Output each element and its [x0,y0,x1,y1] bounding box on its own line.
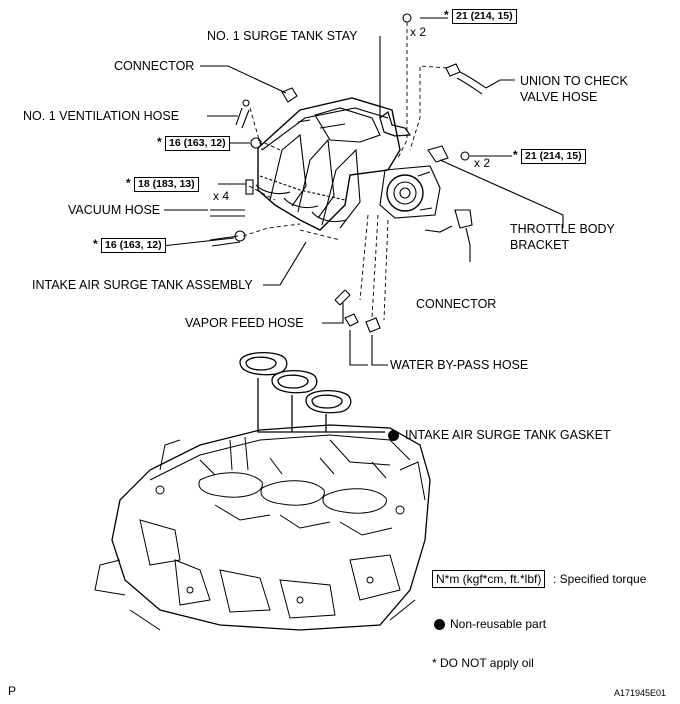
asterisk-top-right: * [444,8,449,22]
torque-mid-right: 21 (214, 15) [521,149,586,164]
alignment-dashes [242,22,448,321]
qty-top-right: x 2 [410,25,427,39]
throttle-bracket-drawing [427,145,564,228]
qty-left: x 4 [213,189,230,203]
bolt-left-3 [161,230,246,247]
label-intake-surge-tank-assembly: INTAKE AIR SURGE TANK ASSEMBLY [32,278,253,292]
torque-left-1: 16 (163, 12) [165,136,230,151]
vacuum-hose-drawing [164,209,245,217]
bolt-mid-right [460,151,512,161]
union-hose-drawing [445,63,515,95]
bolt-left-2 [218,179,254,195]
label-water-bypass-hose: WATER BY-PASS HOSE [390,358,529,372]
label-vapor-feed-hose: VAPOR FEED HOSE [185,316,304,330]
connector-top-drawing [200,65,298,103]
qty-mid-right: x 2 [474,156,491,170]
ventilation-hose-drawing [207,99,250,129]
legend-non-reusable: Non-reusable part [450,617,547,631]
throttle-body-drawing [379,165,441,219]
connector-right-drawing [424,209,473,262]
legend-torque-desc: : Specified torque [553,572,647,586]
torque-left-2: 18 (183, 13) [134,177,199,192]
figure-code: A171945E01 [614,688,667,698]
label-throttle-body-bracket-line1: THROTTLE BODY [510,222,615,236]
non-reusable-marker-gasket [388,430,399,441]
surge-tank-stay-drawing [379,36,412,137]
label-union-check-valve-line1: UNION TO CHECK [520,74,628,88]
label-surge-tank-stay: NO. 1 SURGE TANK STAY [207,29,358,43]
label-ventilation-hose: NO. 1 VENTILATION HOSE [23,109,180,123]
gasket-drawings [239,351,385,433]
asterisk-mid-right: * [513,148,518,162]
label-vacuum-hose: VACUUM HOSE [68,203,161,217]
asterisk-left-2: * [126,176,131,190]
label-union-check-valve-line2: VALVE HOSE [520,90,598,104]
page-letter: P [8,684,17,698]
torque-left-3: 16 (163, 12) [101,238,166,253]
water-bypass-hose-drawing [344,313,388,366]
asterisk-left-3: * [93,237,98,251]
label-throttle-body-bracket-line2: BRACKET [510,238,570,252]
bolt-top-right [402,13,448,23]
legend-no-oil: * DO NOT apply oil [432,656,534,670]
label-intake-surge-tank-gasket: INTAKE AIR SURGE TANK GASKET [405,428,611,442]
label-connector-right: CONNECTOR [416,297,497,311]
engine-block-drawing [94,424,431,631]
asterisk-left-1: * [157,135,162,149]
intake-surge-tank-assembly-drawing [255,97,401,231]
torque-top-right: 21 (214, 15) [452,9,517,24]
legend-non-reusable-dot [434,619,445,630]
vapor-feed-hose-drawing [322,289,351,324]
bolt-left-1 [226,137,262,149]
legend-torque-box: N*m (kgf*cm, ft.*lbf) [432,570,546,588]
label-connector-top: CONNECTOR [114,59,195,73]
